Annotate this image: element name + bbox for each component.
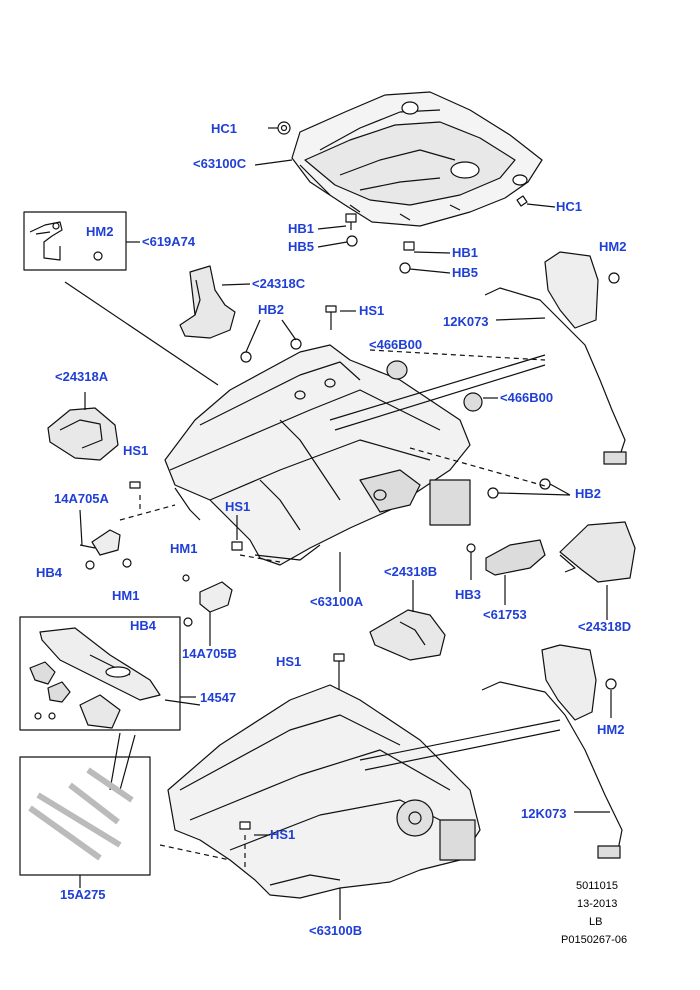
label-hb2-right: HB2 <box>575 486 602 501</box>
screw-hs1-mid <box>231 515 243 551</box>
bolt-hb2-d <box>539 478 551 490</box>
label-hb4-mid: HB4 <box>130 618 157 633</box>
cable-12k073-lower <box>481 644 623 859</box>
fastener-hb1-right <box>403 241 415 251</box>
label-466b00-top: <466B00 <box>369 337 423 352</box>
cover-24318c <box>179 265 251 339</box>
clip-466b00-right <box>463 392 483 412</box>
bolt-hb2-b <box>290 338 302 350</box>
fastener-hm2-left <box>93 251 103 261</box>
bracket-14547 <box>29 627 161 729</box>
seat-frame-63100a <box>164 344 471 592</box>
label-hs1-lower: HS1 <box>276 654 302 669</box>
screw-hs1-bottom <box>239 821 251 830</box>
label-hc1-right: HC1 <box>556 199 583 214</box>
label-hb1-left: HB1 <box>288 221 315 236</box>
label-hb5-left: HB5 <box>288 239 315 254</box>
rods-15a275 <box>28 767 134 861</box>
label-hs1-bottom: HS1 <box>270 827 296 842</box>
label-hs1-left: HS1 <box>123 443 149 458</box>
screw-hs1-top <box>325 305 337 330</box>
bracket-14a705b <box>182 574 233 646</box>
clip-466b00-top <box>386 360 408 380</box>
handle-61753 <box>485 539 546 605</box>
footer-id: 5011015 <box>576 880 619 892</box>
seat-frame-63100b <box>167 684 481 920</box>
fastener-hb5-left <box>346 235 358 247</box>
label-14a705b: 14A705B <box>182 646 237 661</box>
label-24318a: <24318A <box>55 369 109 384</box>
label-hm2-lower: HM2 <box>597 722 625 737</box>
label-hm2-top-right: HM2 <box>599 239 627 254</box>
label-hs1-top: HS1 <box>359 303 385 318</box>
label-14547: 14547 <box>200 690 237 705</box>
bracket-14a705a <box>79 529 132 570</box>
seat-cushion-pan <box>291 91 543 227</box>
fastener-hc1-top <box>277 121 291 135</box>
cable-12k073-top <box>484 251 627 465</box>
footer-date: 13-2013 <box>577 898 618 910</box>
label-24318b: <24318B <box>384 564 438 579</box>
label-hs1-mid: HS1 <box>225 499 251 514</box>
footer-code: LB <box>589 916 603 928</box>
label-hb4-left: HB4 <box>36 565 63 580</box>
cover-24318b <box>369 580 446 661</box>
label-63100c: <63100C <box>193 156 247 171</box>
label-63100a: <63100A <box>310 594 364 609</box>
screw-hs1-lower <box>333 653 345 690</box>
label-hb3: HB3 <box>455 587 482 602</box>
label-61753: <61753 <box>483 607 527 622</box>
label-619a74: <619A74 <box>142 234 196 249</box>
fastener-hb1-left <box>345 213 357 230</box>
screw-hb3 <box>466 543 476 580</box>
label-63100b: <63100B <box>309 923 363 938</box>
label-hm1-mid: HM1 <box>170 541 198 556</box>
fastener-hb5-right <box>399 262 411 274</box>
label-hm2-left: HM2 <box>86 224 114 239</box>
cover-24318a <box>47 392 119 461</box>
label-hb5-right: HB5 <box>452 265 479 280</box>
label-14a705a: 14A705A <box>54 491 109 506</box>
part-619a74 <box>29 221 63 261</box>
label-15a275: 15A275 <box>60 887 106 902</box>
fastener-hc1-right <box>516 195 556 208</box>
screw-hs1-left <box>129 481 141 489</box>
label-hc1-top: HC1 <box>211 121 238 136</box>
label-466b00-right: <466B00 <box>500 390 554 405</box>
label-hb1-right: HB1 <box>452 245 479 260</box>
label-24318d: <24318D <box>578 619 632 634</box>
bolt-hb2-c <box>487 487 499 499</box>
bolt-hb2-a <box>240 351 252 363</box>
label-12k073-top: 12K073 <box>443 314 489 329</box>
label-24318c: <24318C <box>252 276 306 291</box>
label-12k073-lower: 12K073 <box>521 806 567 821</box>
label-hm1-left: HM1 <box>112 588 140 603</box>
cover-24318d <box>559 521 636 620</box>
label-hb2-top: HB2 <box>258 302 285 317</box>
footer-ref: P0150267-06 <box>561 934 628 946</box>
